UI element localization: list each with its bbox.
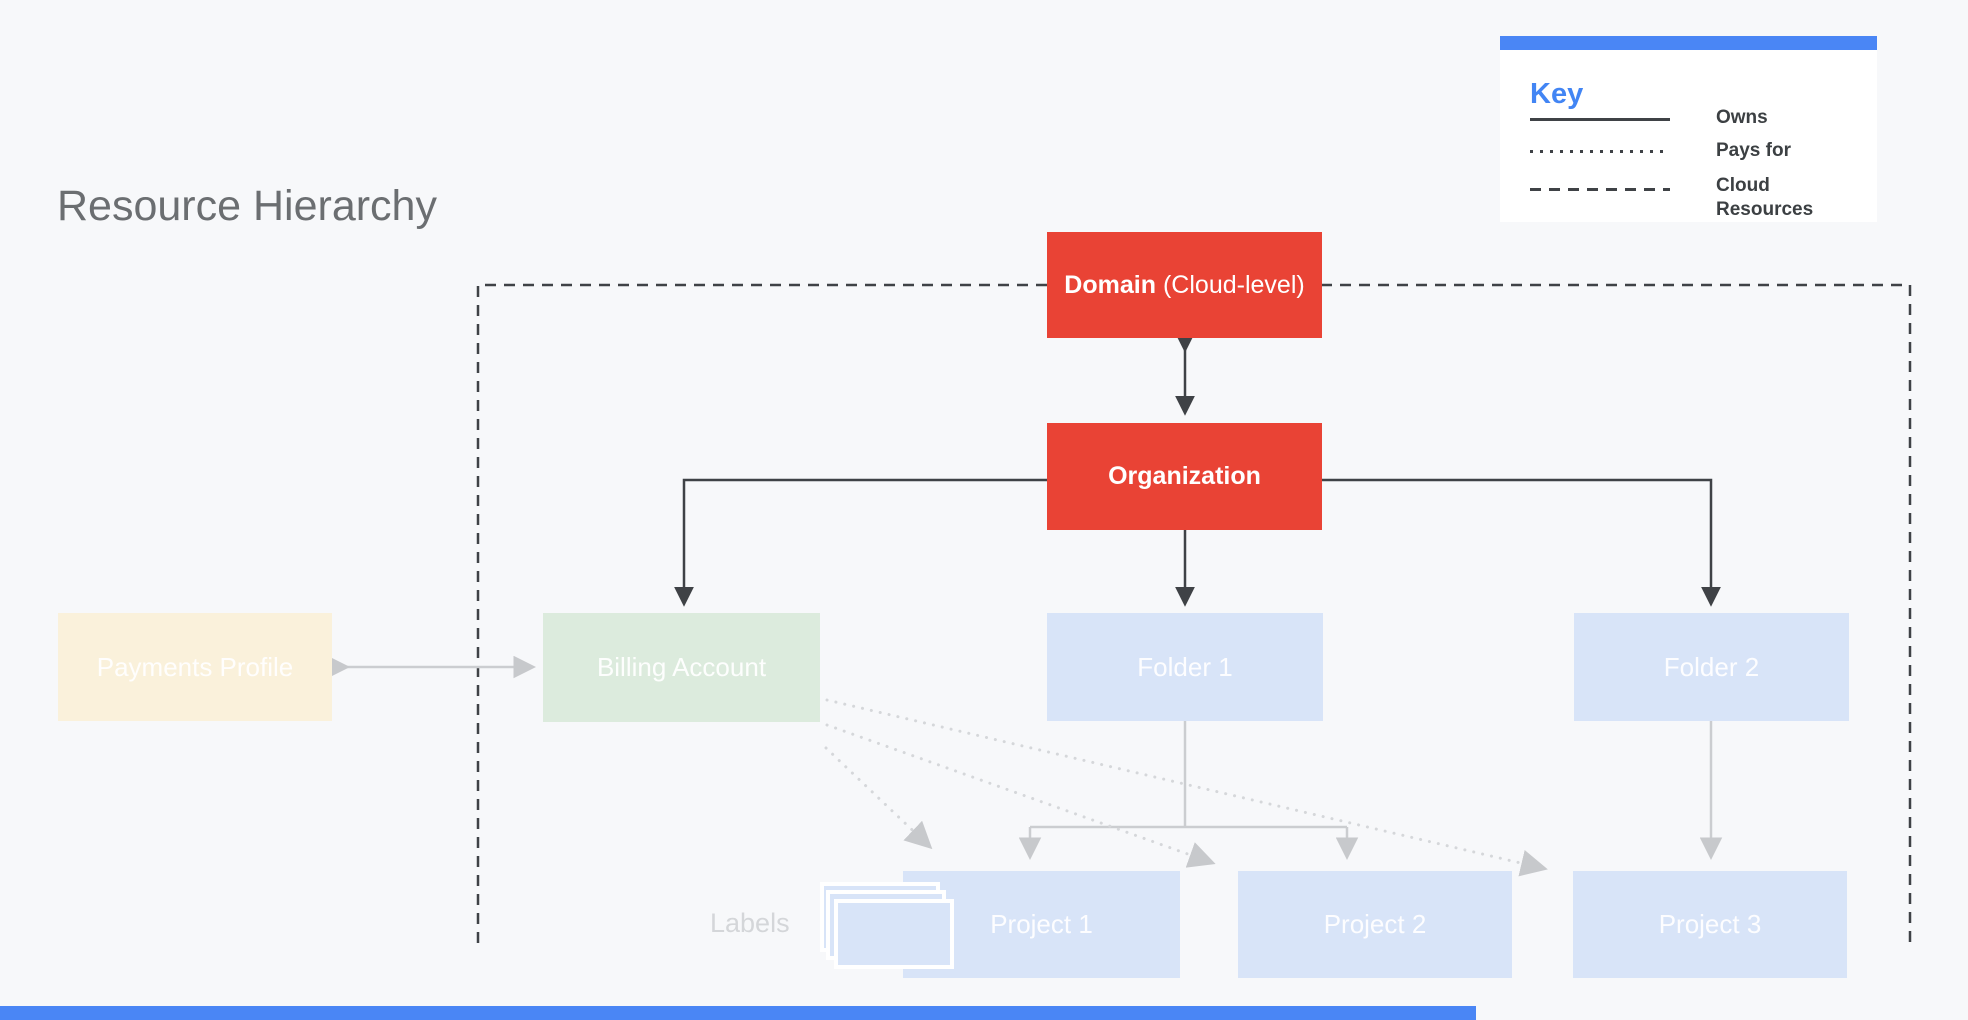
node-project-3: Project 3 (1573, 871, 1847, 978)
legend-dotted-line-sample (1530, 150, 1670, 153)
legend-solid-line-sample (1530, 118, 1670, 121)
organization-folder2-arrow (1322, 478, 1721, 607)
legend-heading: Key (1530, 78, 1584, 110)
legend-dashed-line-sample (1530, 188, 1670, 191)
node-billing-account: Billing Account (543, 613, 820, 722)
legend-label-owns: Owns (1716, 107, 1768, 128)
labels-stack-icon (820, 882, 960, 972)
node-payments-profile: Payments Profile (58, 613, 332, 721)
legend-label-pays-for: Pays for (1716, 140, 1791, 161)
domain-label-bold: Domain (1064, 270, 1156, 299)
node-project-2: Project 2 (1238, 871, 1512, 978)
node-organization: Organization (1047, 423, 1322, 530)
billing-project1-dotted (824, 746, 933, 850)
legend-panel: Key Owns Pays for Cloud Resources (1500, 36, 1877, 222)
domain-label-rest: (Cloud-level) (1162, 270, 1305, 299)
billing-project2-dotted (825, 723, 1216, 868)
legend-accent-bar (1500, 36, 1877, 50)
label-card-front (834, 899, 954, 969)
legend-label-cloud-resources: Cloud Resources (1716, 175, 1814, 220)
organization-billing-arrow (674, 478, 1047, 607)
page-title: Resource Hierarchy (57, 182, 437, 230)
node-folder-1: Folder 1 (1047, 613, 1323, 721)
bottom-accent-bar (0, 1006, 1476, 1020)
folder1-branch-line (1030, 720, 1347, 829)
node-folder-2: Folder 2 (1574, 613, 1849, 721)
labels-caption: Labels (710, 908, 790, 938)
node-domain: Domain (Cloud-level) (1047, 232, 1322, 338)
